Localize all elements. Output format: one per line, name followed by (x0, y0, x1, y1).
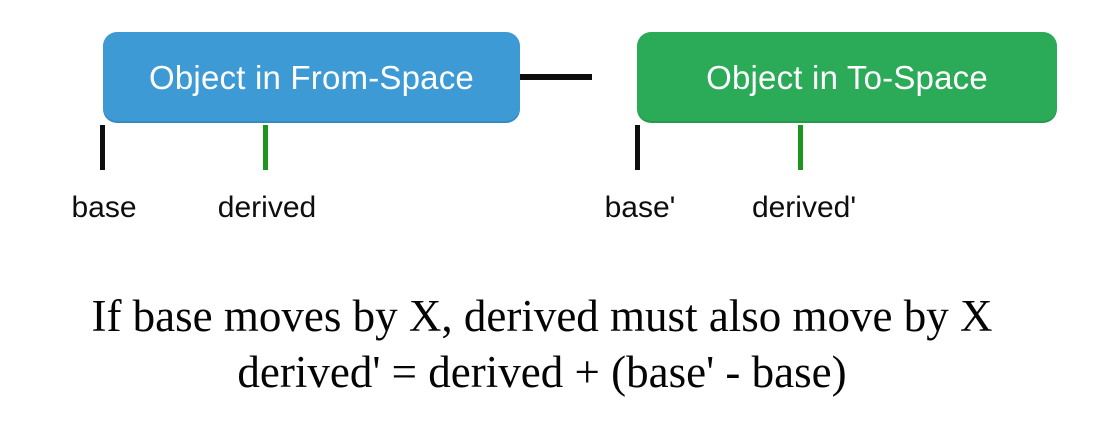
from-space-box: Object in From-Space (103, 32, 520, 123)
derived-prime-tick-label: derived' (751, 191, 857, 224)
caption-text: If base moves by X, derived must also mo… (0, 288, 1084, 400)
base-tick-mark (100, 125, 105, 170)
from-space-box-label: Object in From-Space (149, 58, 474, 96)
base-tick-label: base (71, 191, 137, 224)
base-prime-tick-mark (635, 125, 640, 170)
derived-prime-tick-mark (798, 125, 803, 170)
caption-line-2: derived' = derived + (base' - base) (237, 347, 847, 397)
to-space-box-label: Object in To-Space (706, 58, 988, 96)
connector-line (520, 74, 592, 80)
base-prime-tick-label: base' (604, 191, 676, 224)
to-space-box: Object in To-Space (637, 32, 1057, 123)
derived-tick-label: derived (217, 191, 317, 224)
caption-line-1: If base moves by X, derived must also mo… (91, 291, 993, 341)
derived-tick-mark (263, 125, 268, 170)
